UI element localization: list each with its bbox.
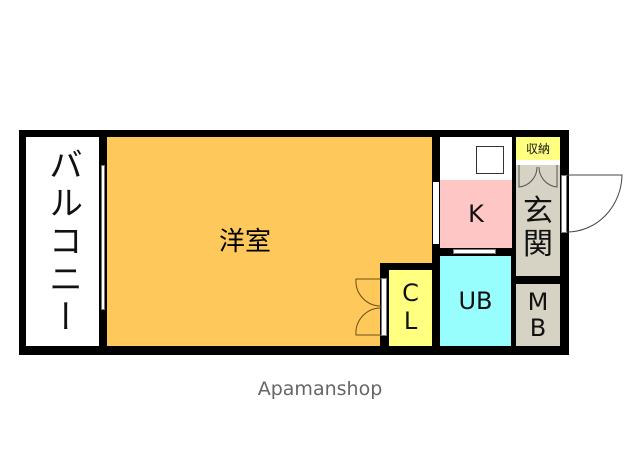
- storage-label: 収納: [525, 142, 550, 156]
- refrigerator-icon: [476, 146, 504, 174]
- closet: C L: [389, 270, 432, 346]
- unit-bath: UB: [440, 256, 511, 346]
- meter-box-label-b: B: [529, 314, 547, 342]
- storage: 収納: [516, 137, 560, 160]
- western-room: 洋室: [107, 137, 432, 346]
- meter-box: M B: [516, 284, 560, 346]
- unit-bath-label: UB: [458, 287, 493, 315]
- entrance-label-1: 玄: [523, 193, 553, 229]
- brand-watermark: Apamanshop: [257, 378, 383, 400]
- meter-box-label-m: M: [527, 287, 549, 316]
- balcony: バルコニー: [26, 137, 99, 346]
- kitchen: K: [440, 180, 512, 248]
- kitchen-doorway: [433, 182, 439, 244]
- entrance-label-2: 関: [523, 226, 553, 262]
- western-room-label: 洋室: [219, 227, 272, 257]
- closet-door: [381, 278, 387, 336]
- entrance-door: [561, 175, 567, 233]
- balcony-label: バルコニー: [42, 146, 83, 337]
- closet-label-c: C: [402, 279, 419, 308]
- entrance-door-swing-icon: [567, 174, 623, 233]
- kitchen-label: K: [468, 200, 484, 228]
- storage-shelf: [516, 160, 560, 165]
- closet-label-l: L: [403, 307, 418, 335]
- entrance: 玄 関: [516, 165, 560, 276]
- closet-door-swing-icon: [355, 278, 382, 336]
- bath-sliding-door: [453, 249, 496, 254]
- balcony-window: [101, 165, 105, 310]
- shoe-cabinet-door-swing-icon: [518, 165, 558, 188]
